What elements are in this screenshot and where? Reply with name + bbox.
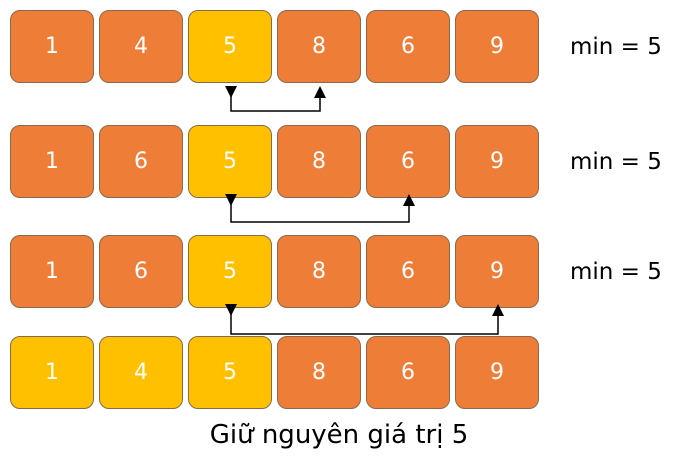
array-cell: 1 bbox=[10, 10, 94, 83]
comparison-arrow bbox=[225, 304, 504, 335]
array-row-4: 1 4 5 8 6 9 bbox=[10, 336, 670, 409]
array-cell: 1 bbox=[10, 125, 94, 198]
array-cell: 4 bbox=[99, 10, 183, 83]
array-cell: 6 bbox=[366, 336, 450, 409]
array-cell: 8 bbox=[277, 10, 361, 83]
array-cell: 9 bbox=[455, 10, 539, 83]
array-cell: 9 bbox=[455, 336, 539, 409]
array-cell: 1 bbox=[10, 235, 94, 308]
array-cell: 8 bbox=[277, 336, 361, 409]
array-cell: 8 bbox=[277, 235, 361, 308]
array-row-1: 1 4 5 8 6 9 min = 5 bbox=[10, 10, 670, 83]
array-cell: 6 bbox=[99, 125, 183, 198]
comparison-arrow bbox=[225, 194, 415, 223]
array-cell: 5 bbox=[188, 235, 272, 308]
array-cell: 6 bbox=[99, 235, 183, 308]
min-label: min = 5 bbox=[570, 33, 662, 60]
min-label: min = 5 bbox=[570, 148, 662, 175]
array-cell: 5 bbox=[188, 336, 272, 409]
array-cell: 6 bbox=[366, 10, 450, 83]
array-cell: 4 bbox=[99, 336, 183, 409]
array-row-2: 1 6 5 8 6 9 min = 5 bbox=[10, 125, 670, 198]
array-cell: 9 bbox=[455, 235, 539, 308]
array-cell: 6 bbox=[366, 235, 450, 308]
array-cell: 9 bbox=[455, 125, 539, 198]
comparison-arrow bbox=[225, 86, 326, 112]
array-cell: 5 bbox=[188, 10, 272, 83]
array-cell: 6 bbox=[366, 125, 450, 198]
min-label: min = 5 bbox=[570, 258, 662, 285]
array-cell: 8 bbox=[277, 125, 361, 198]
array-cell: 1 bbox=[10, 336, 94, 409]
array-row-3: 1 6 5 8 6 9 min = 5 bbox=[10, 235, 670, 308]
array-cell: 5 bbox=[188, 125, 272, 198]
caption: Giữ nguyên giá trị 5 bbox=[209, 420, 469, 450]
